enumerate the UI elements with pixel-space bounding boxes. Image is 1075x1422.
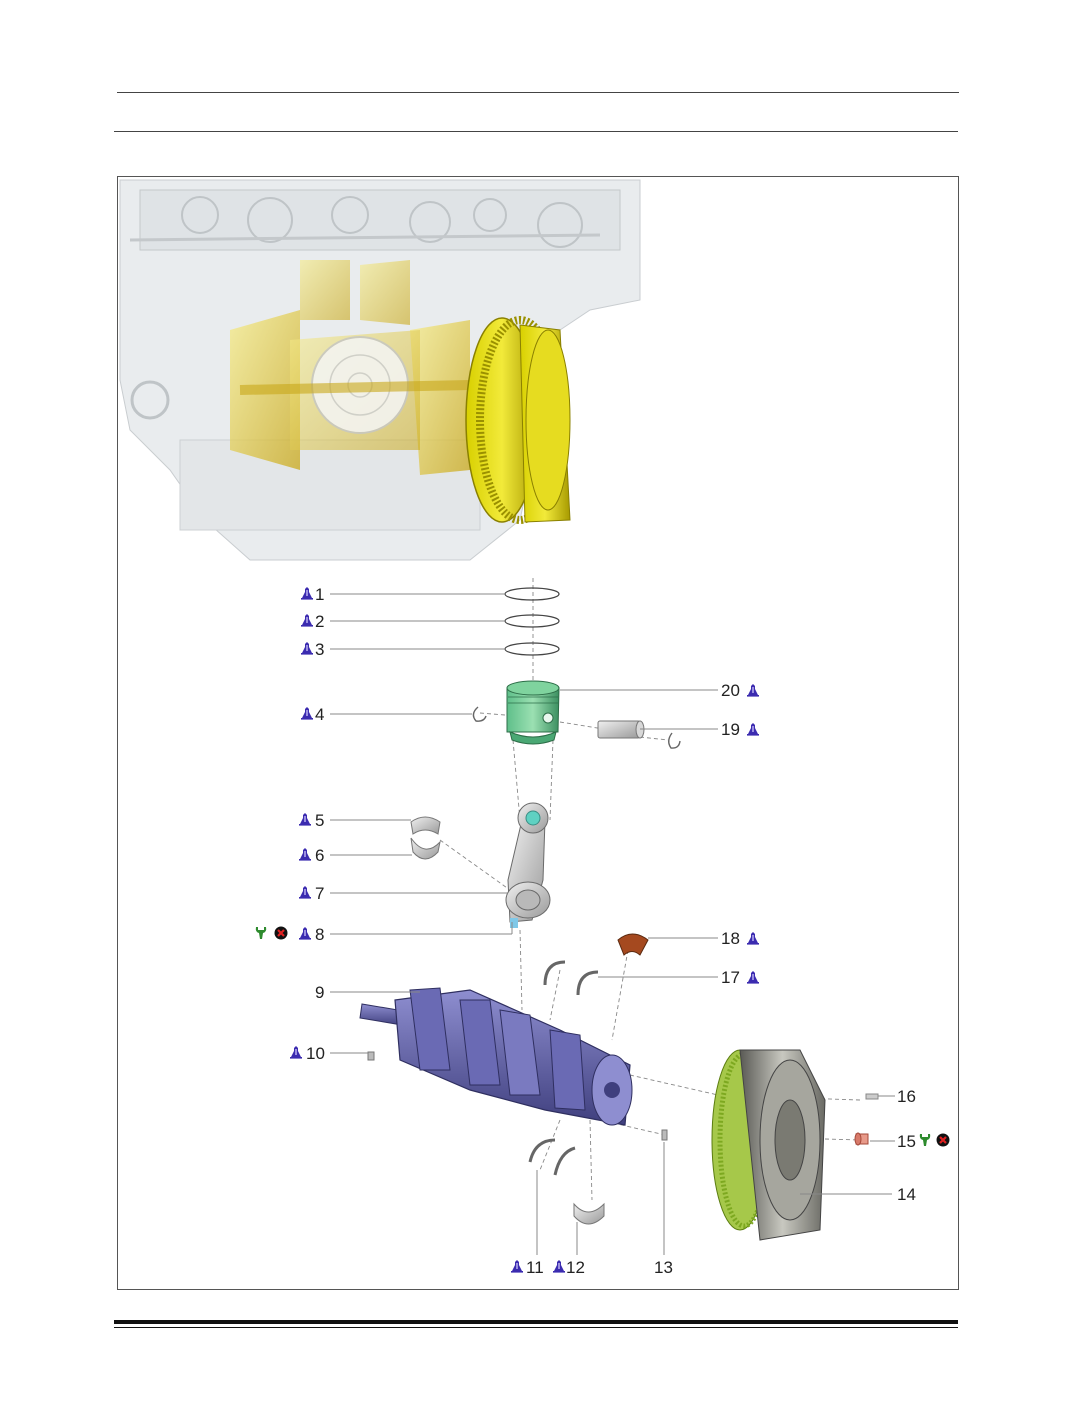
new-part-icon xyxy=(301,642,313,655)
do-not-reuse-icon xyxy=(936,1133,950,1147)
new-part-icon xyxy=(290,1046,302,1059)
main-bearing-shell-upper xyxy=(617,933,649,956)
callout-15: 15 xyxy=(897,1132,916,1151)
torque-wrench-icon xyxy=(255,927,267,939)
callout-18: 18 xyxy=(721,929,740,948)
new-part-icon xyxy=(299,927,311,940)
callout-16: 16 xyxy=(897,1087,916,1106)
torque-wrench-icon xyxy=(919,1134,931,1146)
flywheel-highlight-illustration xyxy=(465,316,571,524)
callout-20: 20 xyxy=(721,681,740,700)
new-part-icon xyxy=(747,684,759,697)
dowel-pin-16 xyxy=(865,1093,879,1100)
new-part-icon xyxy=(301,707,313,720)
new-part-icon xyxy=(299,848,311,861)
crankshaft xyxy=(359,987,633,1126)
header-rule-bottom xyxy=(114,131,958,132)
dowel-pin-13 xyxy=(661,1129,668,1141)
do-not-reuse-icon xyxy=(274,926,288,940)
callout-13: 13 xyxy=(654,1258,673,1277)
piston-pin xyxy=(597,720,645,739)
callout-14: 14 xyxy=(897,1185,916,1204)
flywheel-bolt xyxy=(854,1132,869,1146)
callout-8: 8 xyxy=(315,925,324,944)
callout-10: 10 xyxy=(306,1044,325,1063)
new-part-icon xyxy=(747,971,759,984)
piston xyxy=(506,680,560,745)
new-part-icon xyxy=(553,1260,565,1273)
callout-17: 17 xyxy=(721,968,740,987)
flywheel xyxy=(711,1049,826,1241)
circlip-left xyxy=(472,706,487,722)
new-part-icon xyxy=(299,813,311,826)
callout-4: 4 xyxy=(315,705,324,724)
leader-lines xyxy=(330,593,895,1255)
new-part-icon xyxy=(747,932,759,945)
piston-rings xyxy=(504,587,560,656)
new-part-icon xyxy=(301,614,313,627)
connecting-rod xyxy=(505,802,551,928)
conrod-bearing-shells xyxy=(410,816,441,860)
circlip-right xyxy=(668,732,681,749)
callout-labels: 1 2 3 4 5 6 7 8 9 10 11 12 13 14 15 16 1… xyxy=(306,585,916,1277)
thrust-washers-upper xyxy=(543,960,599,996)
footer-rule-thick xyxy=(114,1320,958,1324)
header-rule-top xyxy=(117,92,959,93)
thrust-washers-lower xyxy=(528,1138,576,1176)
callout-5: 5 xyxy=(315,811,324,830)
new-part-icon xyxy=(511,1260,523,1273)
main-bearing-shell-lower xyxy=(573,1202,605,1225)
new-part-icon xyxy=(747,723,759,736)
callout-2: 2 xyxy=(315,612,324,631)
callout-9: 9 xyxy=(315,983,324,1002)
callout-19: 19 xyxy=(721,720,740,739)
callout-7: 7 xyxy=(315,884,324,903)
callout-11: 11 xyxy=(526,1258,544,1277)
new-part-icon xyxy=(301,587,313,600)
callout-3: 3 xyxy=(315,640,324,659)
footer-rule-thin xyxy=(114,1327,958,1328)
new-part-icon xyxy=(299,886,311,899)
callout-1: 1 xyxy=(315,585,324,604)
diagram-frame xyxy=(117,176,959,1290)
callout-12: 12 xyxy=(566,1258,585,1277)
crankshaft-key xyxy=(367,1051,375,1061)
callout-6: 6 xyxy=(315,846,324,865)
